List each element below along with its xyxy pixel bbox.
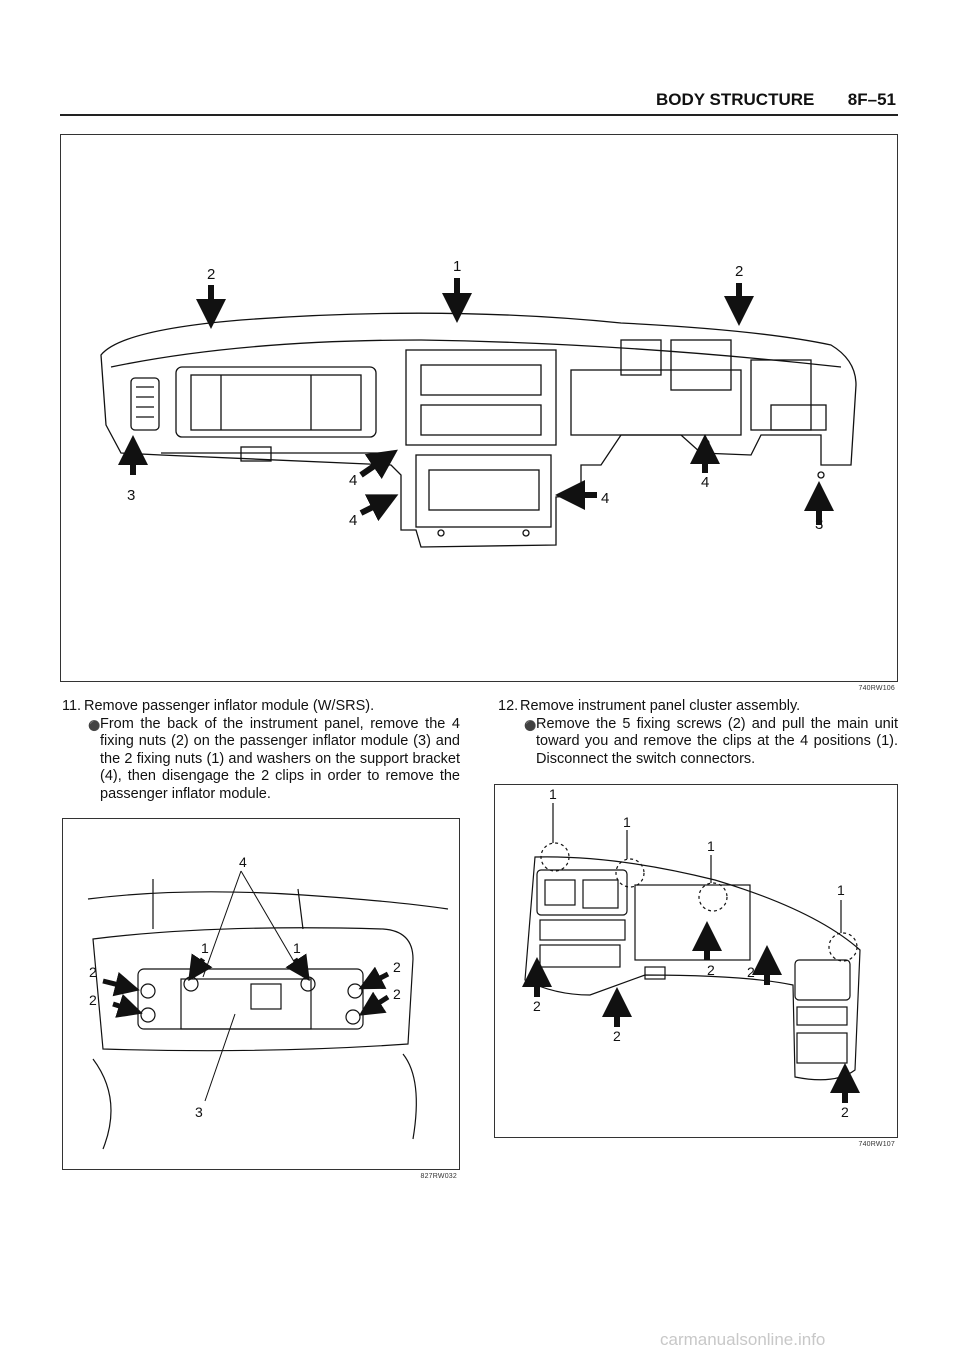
figure-code: 740RW106 <box>858 685 895 692</box>
figure-cluster-assembly: 1 1 1 1 2 2 2 2 2 740RW107 <box>494 784 898 1148</box>
callout-2-b: 2 <box>613 1028 621 1044</box>
callout-1-top: 1 <box>453 258 461 275</box>
step-instruction: From the back of the instrument panel, r… <box>100 715 460 802</box>
callout-2-d: 2 <box>747 964 755 980</box>
callout-2-b: 2 <box>89 992 97 1008</box>
callout-1-right: 1 <box>293 940 301 956</box>
section-title: BODY STRUCTURE <box>656 90 815 109</box>
figure-inflator-module: 4 1 1 2 2 2 2 3 827RW032 <box>62 818 460 1180</box>
callout-4-c: 4 <box>601 490 609 507</box>
callout-4-d: 4 <box>701 474 709 491</box>
callout-3-left: 3 <box>127 487 135 504</box>
callout-4-a: 4 <box>349 472 357 489</box>
step-11: 11. Remove passenger inflator module (W/… <box>62 698 460 803</box>
step-12: 12. Remove instrument panel cluster asse… <box>498 698 898 768</box>
callout-1-d: 1 <box>837 882 845 898</box>
figure-code: 827RW032 <box>420 1173 457 1180</box>
callout-3-right: 3 <box>815 516 823 533</box>
step-number: 11. <box>62 698 82 714</box>
instrument-panel-illustration: 2 1 2 3 4 4 4 4 3 <box>100 258 857 548</box>
bullet-icon: ⚫ <box>524 720 537 732</box>
callout-4-b: 4 <box>349 512 357 529</box>
page-number: 8F–51 <box>847 90 896 109</box>
callout-3: 3 <box>195 1104 203 1120</box>
callout-2-left: 2 <box>207 266 215 283</box>
cluster-assembly-illustration: 1 1 1 1 2 2 2 2 2 <box>522 786 861 1120</box>
callout-2-e: 2 <box>841 1104 849 1120</box>
callout-2-c: 2 <box>393 959 401 975</box>
callout-1-a: 1 <box>549 786 557 802</box>
callout-2-right: 2 <box>735 263 743 280</box>
step-number: 12. <box>498 698 519 714</box>
watermark: carmanualsonline.info <box>660 1330 826 1349</box>
step-title: Remove passenger inflator module (W/SRS)… <box>84 698 375 714</box>
figure-code: 740RW107 <box>858 1141 895 1148</box>
inflator-module-illustration: 4 1 1 2 2 2 2 3 <box>87 854 449 1150</box>
bullet-icon: ⚫ <box>88 720 101 732</box>
callout-2-a: 2 <box>533 998 541 1014</box>
header-rule <box>60 114 898 116</box>
figure-instrument-panel: 2 1 2 3 4 4 4 4 3 740RW106 <box>60 134 898 692</box>
callout-1-left: 1 <box>201 940 209 956</box>
page-header: BODY STRUCTURE 8F–51 <box>656 90 896 110</box>
callout-4: 4 <box>239 854 247 870</box>
callout-2-a: 2 <box>89 964 97 980</box>
callout-1-c: 1 <box>707 838 715 854</box>
callout-2-c: 2 <box>707 962 715 978</box>
callout-2-d: 2 <box>393 986 401 1002</box>
step-instruction: Remove the 5 fixing screws (2) and pull … <box>536 715 898 767</box>
step-title: Remove instrument panel cluster assembly… <box>520 698 801 714</box>
callout-1-b: 1 <box>623 814 631 830</box>
